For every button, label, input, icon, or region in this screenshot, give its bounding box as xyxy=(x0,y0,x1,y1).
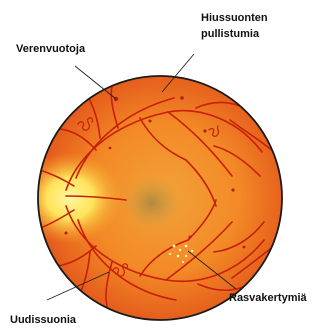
label-microaneurysm-line1: Hiussuonten xyxy=(201,12,268,24)
macula xyxy=(120,173,184,233)
label-microaneurysm-line2: pullistumia xyxy=(201,28,260,40)
label-hemorrhage: Verenvuotoja xyxy=(16,43,86,55)
label-neovascularization: Uudissuonia xyxy=(10,314,77,326)
label-exudates: Rasvakertymiä xyxy=(229,292,308,304)
